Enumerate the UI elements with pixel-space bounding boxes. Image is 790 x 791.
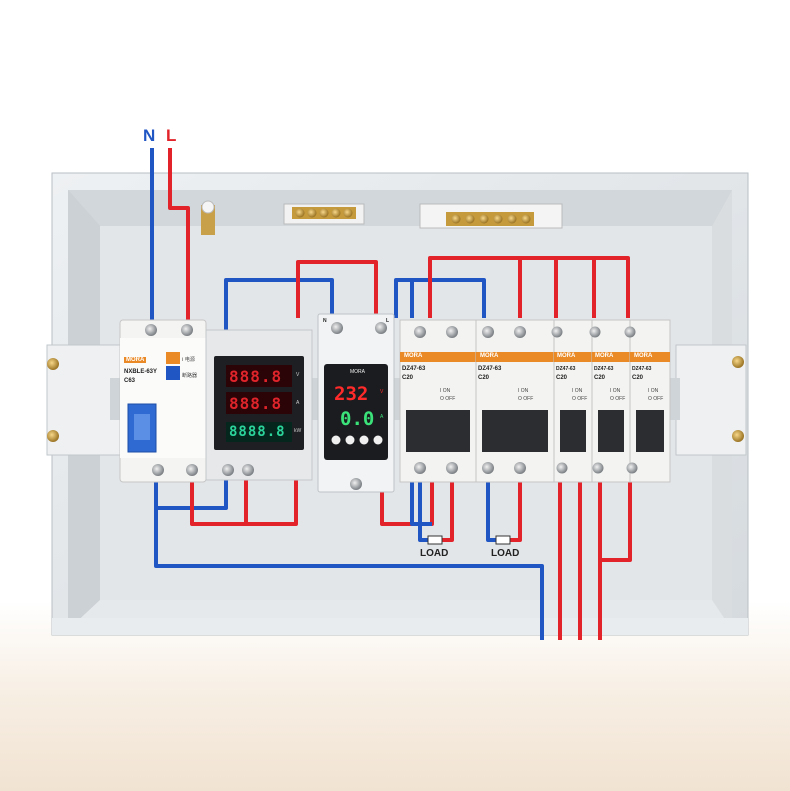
breaker-1-on: I ON [440, 388, 451, 394]
breaker-5-brand: MORA [632, 353, 655, 359]
rcbo-rating: C63 [124, 378, 136, 384]
breaker-5-model: DZ47-63 [632, 366, 652, 372]
protector-terminal-n: N [323, 318, 327, 324]
din-rail-bracket-left [46, 344, 123, 456]
rcbo-model: NXBLE-63Y [124, 369, 158, 375]
load-label-1: LOAD [420, 548, 449, 559]
breaker-2-model: DZ47-63 [478, 366, 502, 372]
breaker-5-on: I ON [648, 388, 659, 394]
meter-row-3: 8888.8 [229, 424, 286, 440]
load-label-2: LOAD [491, 548, 520, 559]
meter-unit-a: A [296, 400, 300, 406]
rcbo-brand: MORA [124, 357, 147, 363]
live-label: L [166, 126, 177, 145]
protector-current-unit: A [380, 414, 384, 420]
breaker-4-rating: C20 [594, 375, 606, 381]
earth-terminal-bar [419, 203, 563, 229]
rcbo-note-2: 断路器 [182, 373, 198, 379]
protector-terminal-l: L [386, 318, 390, 324]
neutral-terminal-bar [283, 203, 365, 225]
voltage-protector [317, 313, 395, 493]
meter-unit-kw: kW [294, 428, 302, 434]
breaker-5-rating: C20 [632, 375, 644, 381]
breaker-4-model: DZ47-63 [594, 366, 614, 372]
breaker-2p-1 [399, 319, 477, 483]
neutral-label: N [143, 126, 156, 145]
rcbo-breaker [119, 319, 207, 483]
multimeter-module [205, 329, 313, 481]
breaker-3-rating: C20 [556, 375, 568, 381]
load-2-symbol [495, 535, 511, 545]
protector-brand: MORA [350, 369, 365, 375]
wiring [150, 148, 632, 640]
breaker-4-on: I ON [610, 388, 621, 394]
meter-row-1: 888.8 [229, 367, 283, 386]
protector-voltage-unit: V [380, 389, 384, 395]
breaker-2-rating: C20 [478, 375, 490, 381]
din-rail-bracket-right [675, 344, 747, 456]
breaker-3-brand: MORA [555, 353, 578, 359]
breaker-1-off: O OFF [440, 396, 456, 402]
mounting-post [201, 200, 215, 235]
breaker-2p-2 [475, 319, 555, 483]
breaker-3-model: DZ47-63 [556, 366, 576, 372]
breaker-3-on: I ON [572, 388, 583, 394]
breaker-2-on: I ON [518, 388, 529, 394]
breaker-4-brand: MORA [593, 353, 616, 359]
meter-row-2: 888.8 [229, 394, 283, 413]
breaker-1-model: DZ47-63 [402, 366, 426, 372]
breaker-4-off: O OFF [610, 396, 626, 402]
rcbo-note-1: Ⅰ 电源 [182, 357, 195, 363]
protector-current: 0.0 [340, 408, 375, 430]
breaker-1-rating: C20 [402, 375, 414, 381]
protector-voltage: 232 [334, 383, 369, 405]
meter-unit-v: V [296, 372, 300, 378]
breaker-2-brand: MORA [478, 353, 501, 359]
breaker-1-brand: MORA [402, 353, 425, 359]
load-1-symbol [427, 535, 443, 545]
breaker-3-off: O OFF [572, 396, 588, 402]
breaker-5-off: O OFF [648, 396, 664, 402]
breaker-1p-1 [551, 319, 593, 483]
breaker-2-off: O OFF [518, 396, 534, 402]
